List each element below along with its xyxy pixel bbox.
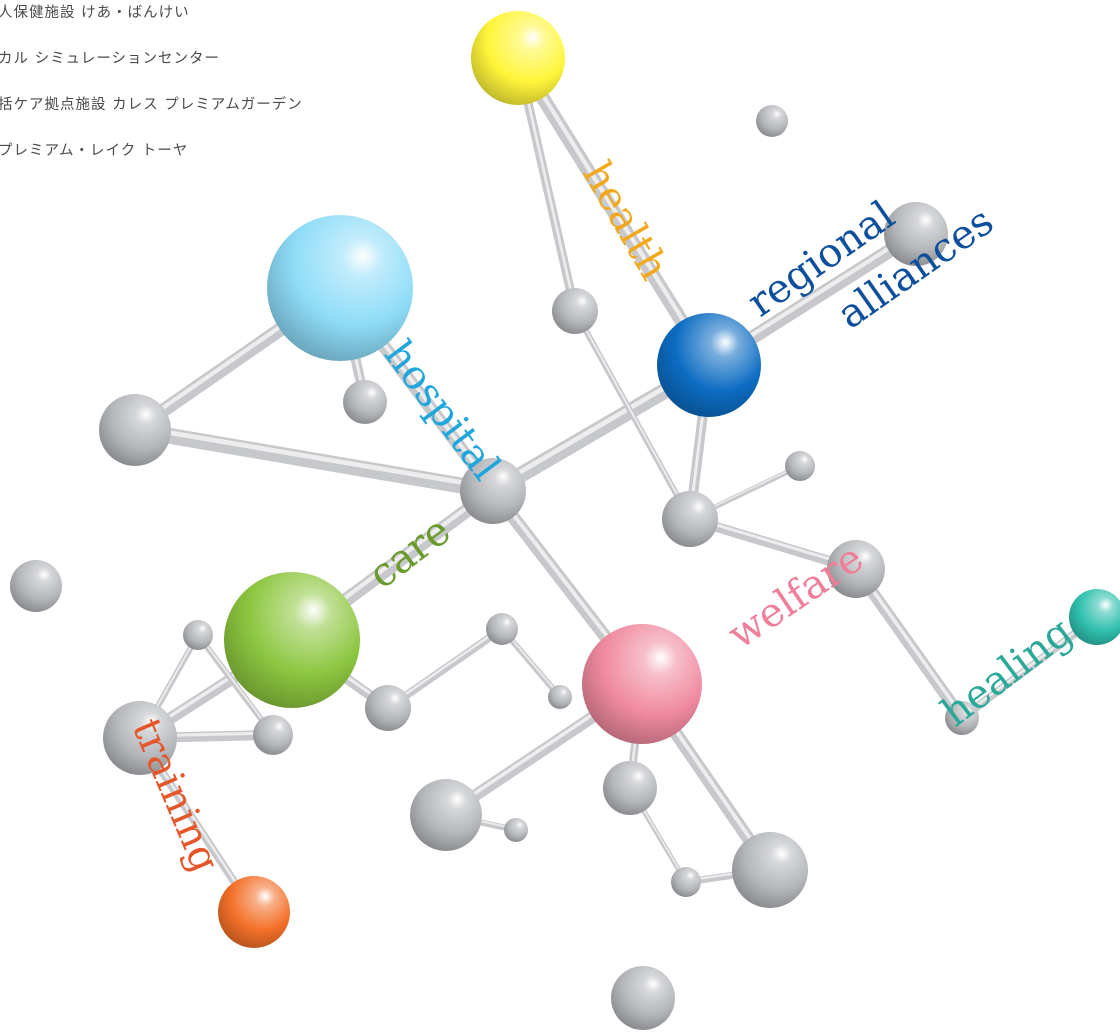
label-hospital: hospital — [375, 332, 509, 489]
node-gray-g389 — [365, 685, 411, 731]
node-gray-gR — [827, 540, 885, 598]
node-gray-gS2 — [552, 288, 598, 334]
node-gray-gL — [99, 394, 171, 466]
node-gray-g686 — [671, 867, 701, 897]
node-labels: health regional alliances hospital care … — [123, 154, 1081, 879]
node-gray-g770 — [732, 832, 808, 908]
node-gray-gRlow — [945, 701, 979, 735]
node-gray-g199 — [183, 620, 213, 650]
rod-highlight — [688, 515, 858, 569]
node-gray-gFR — [884, 202, 948, 266]
rod-highlight — [574, 308, 691, 519]
node-pink — [582, 624, 702, 744]
node-orange — [218, 876, 290, 948]
node-gray-gS1 — [343, 380, 387, 424]
node-gray-g516 — [504, 818, 528, 842]
node-gray-g273 — [253, 715, 293, 755]
label-healing: healing — [933, 609, 1081, 736]
node-sky — [267, 215, 413, 361]
node-yellow — [471, 11, 565, 105]
node-gray-g630 — [603, 761, 657, 815]
rod-hub-gL — [127, 422, 501, 499]
label-health: health — [573, 154, 677, 288]
rod-highlight — [515, 53, 712, 365]
rod-highlight — [132, 424, 496, 491]
facility-item: カル シミュレーションセンター — [0, 51, 221, 67]
node-blue — [657, 313, 761, 417]
rod-gRlow-teal — [958, 613, 1101, 722]
facility-list: 人保健施設 けあ・ばんけい カル シミュレーションセンター 括ケア拠点施設 カレ… — [0, 0, 303, 184]
facility-item: 人保健施設 けあ・ばんけい — [0, 5, 190, 21]
facility-item: プレミアム・レイク トーヤ — [0, 143, 189, 159]
node-gray-hub — [460, 458, 526, 524]
node-gray-gTop — [756, 105, 788, 137]
node-gray-g502 — [486, 613, 518, 645]
node-gray-g446 — [410, 779, 482, 851]
node-gray-gS3 — [662, 491, 718, 547]
rod-highlight — [386, 626, 504, 708]
node-gray-g560 — [548, 685, 572, 709]
node-gray-g47 — [103, 701, 177, 775]
rod-highlight — [197, 632, 274, 735]
node-gray-g38 — [10, 560, 62, 612]
rod-g389-g502 — [384, 625, 506, 712]
facility-item: 括ケア拠点施設 カレス プレミアムガーデン — [0, 97, 303, 113]
molecule-nodes — [10, 11, 1120, 1030]
node-teal — [1069, 589, 1120, 645]
node-gray-g643 — [611, 966, 675, 1030]
node-gray-gS4 — [785, 451, 815, 481]
node-green — [224, 572, 360, 708]
